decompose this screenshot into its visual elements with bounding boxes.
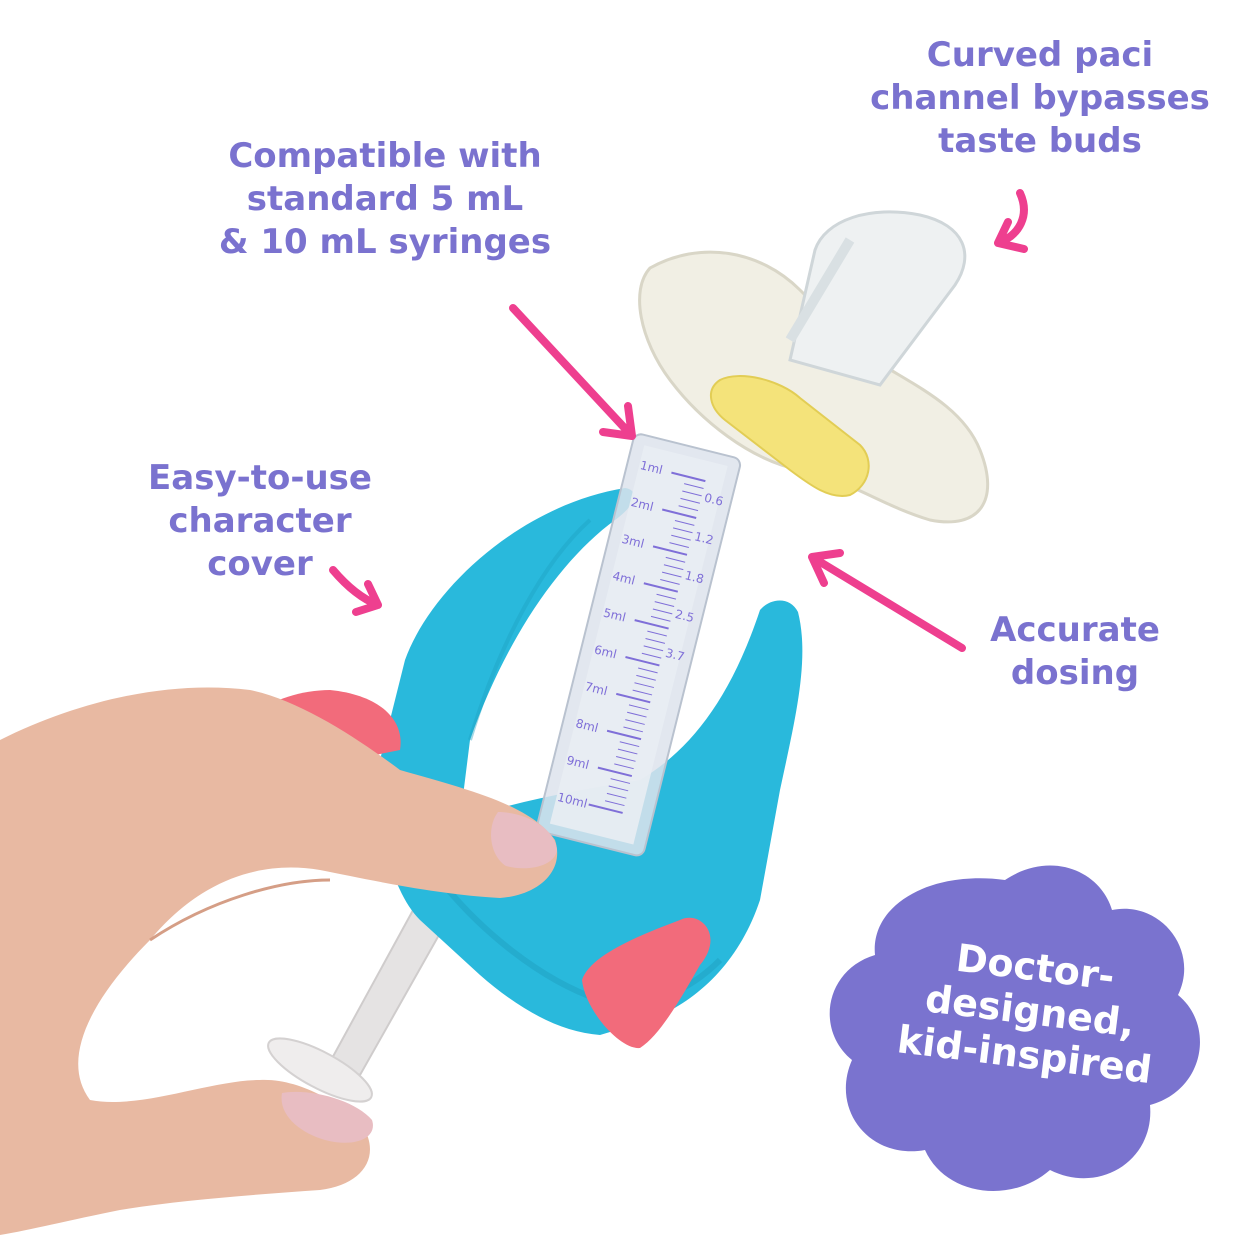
scale-tick — [656, 593, 677, 600]
callout-cover-line-1: Easy-to-use — [148, 458, 372, 498]
scale-tick — [608, 785, 629, 792]
scale-tick — [660, 579, 680, 585]
tsp-label: 1.2 — [693, 529, 715, 547]
arrows — [329, 189, 1028, 652]
scale-tick — [597, 766, 633, 778]
scale-tick — [632, 689, 653, 696]
callout-compatible-line-2: standard 5 mL — [246, 179, 524, 219]
scale-tick — [617, 748, 638, 755]
callout-dosing-line-2: dosing — [1010, 653, 1140, 693]
tsp-label: 0.6 — [703, 491, 725, 509]
scale-tick — [684, 483, 704, 489]
scale-tick — [654, 601, 675, 607]
scale-tick — [638, 667, 658, 674]
callout-cover-line-2: character — [168, 501, 352, 541]
fingernail-index — [491, 812, 557, 869]
arrow-dosing-icon — [808, 549, 966, 652]
syringe-barrel: 1ml2ml3ml4ml5ml6ml7ml8ml9ml10ml0.61.21.8… — [536, 433, 742, 857]
callout-paci-line-1: Curved paci — [926, 35, 1154, 75]
scale-tick — [625, 719, 645, 725]
scale-labels: 1ml2ml3ml4ml5ml6ml7ml8ml9ml10ml0.61.21.8… — [556, 458, 725, 811]
ml-label: 9ml — [565, 753, 590, 772]
scale-tick — [623, 726, 643, 733]
scale-tick — [614, 763, 634, 770]
scale-tick — [661, 571, 682, 578]
ml-label: 4ml — [611, 569, 636, 588]
scale-tick — [672, 527, 693, 534]
badge-blob — [829, 865, 1200, 1192]
scale-tick — [652, 608, 673, 615]
callout-character-cover: Easy-to-use character cover — [120, 457, 400, 586]
arrow-cover-icon — [329, 566, 382, 616]
callout-paci-line-2: channel bypasses — [870, 78, 1210, 118]
callout-paci-channel: Curved paci channel bypasses taste buds — [860, 34, 1220, 163]
scale-tick — [647, 630, 667, 637]
scale-tick — [628, 704, 649, 711]
ml-label: 3ml — [620, 532, 645, 551]
scale-tick — [652, 545, 688, 556]
scale-tick — [669, 542, 689, 548]
arrow-compat-icon — [509, 304, 636, 440]
scale-tick — [588, 803, 623, 814]
scale-ticks — [588, 471, 706, 814]
scale-tick — [671, 534, 691, 541]
scale-tick — [619, 741, 640, 748]
ml-label: 1ml — [639, 458, 664, 477]
callout-compatible-line-3: & 10 mL syringes — [218, 222, 552, 262]
tsp-label: 1.8 — [683, 568, 705, 586]
pacifier — [638, 210, 990, 524]
scale-tick — [604, 800, 625, 807]
scale-tick — [610, 778, 631, 784]
scale-tick — [674, 520, 695, 526]
ml-label: 2ml — [629, 495, 654, 514]
scale-tick — [663, 564, 684, 571]
scale-tick — [682, 490, 702, 497]
scale-tick — [634, 682, 655, 689]
scale-tick — [627, 711, 647, 718]
arrow-paci-icon — [994, 189, 1028, 253]
ml-label: 7ml — [584, 679, 609, 698]
tsp-label: 3.7 — [664, 646, 686, 664]
ml-label: 5ml — [602, 606, 627, 625]
tsp-label: 2.5 — [674, 607, 696, 625]
callout-accurate-dosing: Accurate dosing — [975, 609, 1175, 695]
scale-tick — [606, 792, 627, 799]
scale-tick — [650, 615, 671, 622]
scale-tick — [645, 638, 666, 644]
scale-tick — [643, 645, 664, 652]
callout-compatible-line-1: Compatible with — [228, 136, 542, 176]
scale-tick — [636, 674, 656, 681]
ml-label: 8ml — [574, 716, 599, 735]
scale-tick — [641, 652, 662, 659]
scale-tick — [625, 656, 660, 667]
scale-tick — [671, 471, 706, 483]
ml-label: 6ml — [593, 642, 618, 661]
scale-tick — [606, 729, 642, 741]
callout-dosing-line-1: Accurate — [990, 610, 1160, 650]
right-fin — [582, 917, 711, 1049]
scale-tick — [680, 497, 700, 504]
scale-tick — [678, 505, 699, 512]
scale-tick — [661, 508, 697, 519]
scale-tick — [616, 692, 651, 704]
hand — [0, 687, 558, 1235]
callout-cover-line-3: cover — [207, 544, 313, 584]
fingernail-thumb — [281, 1091, 373, 1143]
callout-compatible: Compatible with standard 5 mL & 10 mL sy… — [200, 135, 570, 264]
scale-tick — [643, 582, 679, 593]
callout-paci-line-3: taste buds — [938, 121, 1142, 161]
scale-tick — [665, 556, 686, 563]
scale-tick — [615, 755, 636, 762]
scale-tick — [634, 619, 669, 630]
